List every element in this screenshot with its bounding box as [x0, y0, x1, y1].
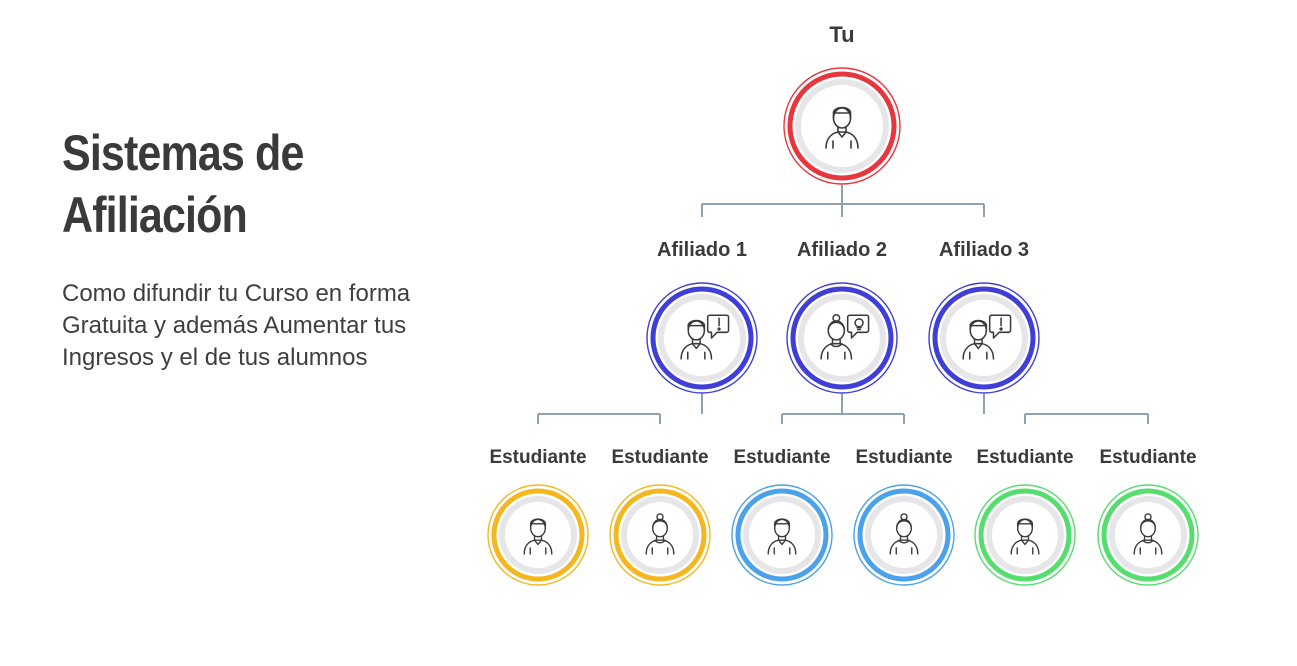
student-node-6: Estudiante: [1097, 447, 1199, 586]
root-node-outer-ring: [783, 67, 901, 185]
student-node-3-outer-ring: [731, 484, 833, 586]
student-node-6-inner-ring: [1109, 496, 1187, 574]
student-node-5: Estudiante: [974, 447, 1076, 586]
student-node-4: Estudiante: [853, 447, 955, 586]
affiliate-node-3: Afiliado 3: [928, 239, 1040, 394]
man-icon: [767, 518, 797, 555]
affiliate-node-3-outer-ring: [928, 282, 1040, 394]
root-node: Tu: [783, 22, 901, 185]
student-node-3-label: Estudiante: [733, 447, 830, 468]
affiliate-node-2: Afiliado 2: [786, 239, 898, 394]
student-node-5-outer-ring: [974, 484, 1076, 586]
connector-lines: [537, 185, 1149, 424]
man-alert-icon: [680, 314, 730, 360]
student-node-2: Estudiante: [609, 447, 711, 586]
woman-icon: [1133, 513, 1163, 555]
student-node-4-inner-ring: [865, 496, 943, 574]
affiliate-node-3-label: Afiliado 3: [939, 239, 1029, 261]
student-node-3: Estudiante: [731, 447, 833, 586]
student-node-1: Estudiante: [487, 447, 589, 586]
student-node-1-outer-ring: [487, 484, 589, 586]
student-node-1-inner-ring: [499, 496, 577, 574]
student-node-6-label: Estudiante: [1099, 447, 1196, 468]
student-node-4-outer-ring: [853, 484, 955, 586]
diagram-title: Sistemas de Afiliación: [62, 125, 304, 243]
student-node-2-label: Estudiante: [611, 447, 708, 468]
student-node-5-inner-ring: [986, 496, 1064, 574]
man-icon: [825, 106, 859, 149]
woman-idea-icon: [820, 314, 870, 360]
root-node-label: Tu: [829, 22, 854, 47]
affiliate-node-2-outer-ring: [786, 282, 898, 394]
affiliate-node-1: Afiliado 1: [646, 239, 758, 394]
woman-icon: [645, 513, 675, 555]
student-node-5-label: Estudiante: [976, 447, 1073, 468]
student-node-2-outer-ring: [609, 484, 711, 586]
affiliate-node-2-label: Afiliado 2: [797, 239, 887, 261]
woman-icon: [889, 513, 919, 555]
student-node-6-outer-ring: [1097, 484, 1199, 586]
man-alert-icon: [962, 314, 1012, 360]
student-node-4-label: Estudiante: [855, 447, 952, 468]
root-node-inner-ring: [795, 79, 889, 173]
man-icon: [1010, 518, 1040, 555]
affiliate-node-1-label: Afiliado 1: [657, 239, 747, 261]
man-icon: [523, 518, 553, 555]
student-node-3-inner-ring: [743, 496, 821, 574]
student-node-1-label: Estudiante: [489, 447, 586, 468]
affiliate-node-1-outer-ring: [646, 282, 758, 394]
student-node-2-inner-ring: [621, 496, 699, 574]
diagram-subtitle: Como difundir tu Curso en forma Gratuita…: [62, 280, 411, 371]
